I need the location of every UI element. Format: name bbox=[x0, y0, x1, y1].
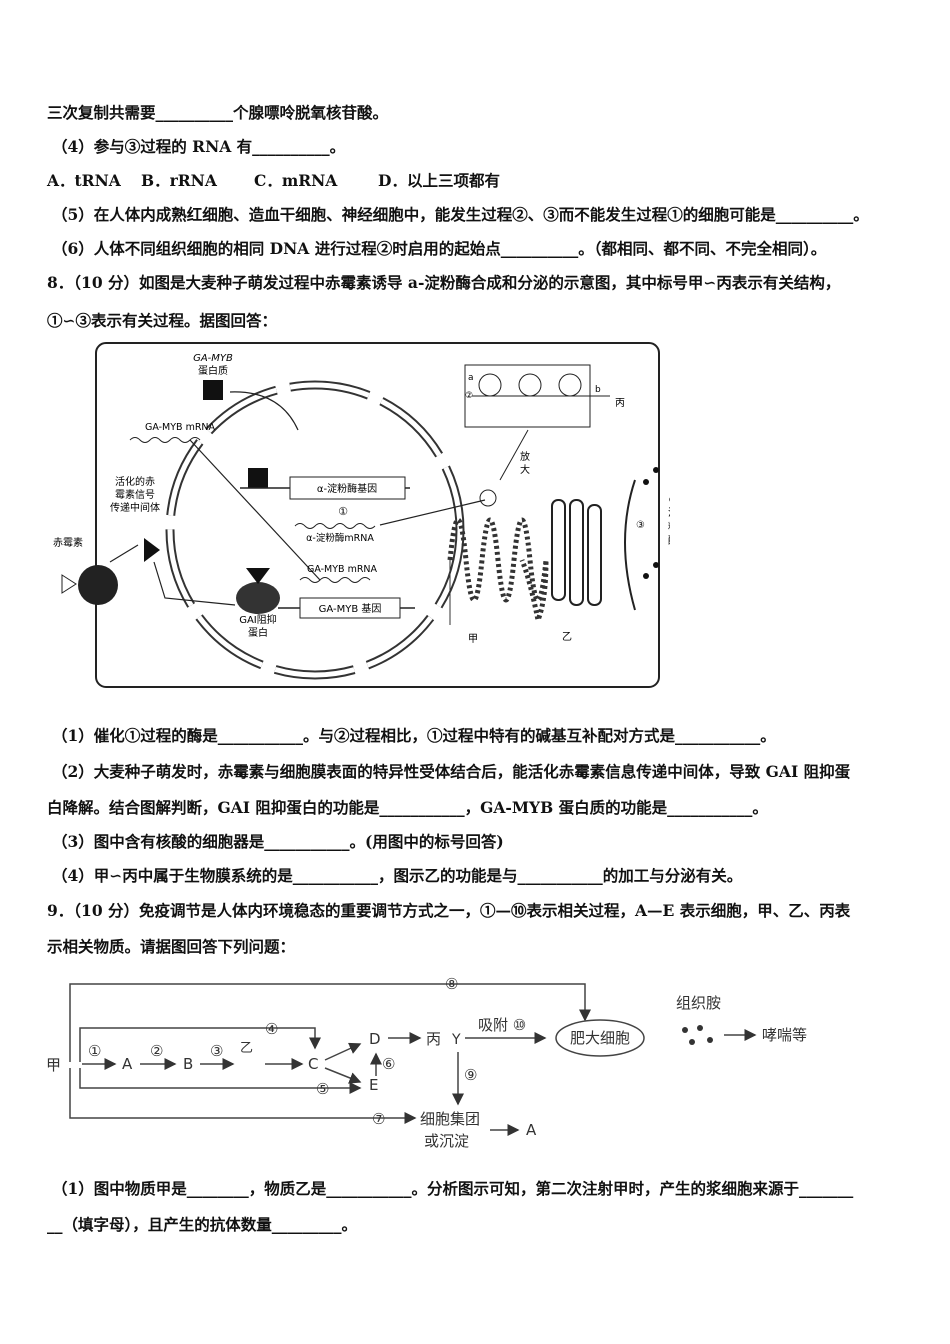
q9-stem-2: 示相关物质。请据图回答下列问题： bbox=[47, 937, 296, 956]
immune-flowchart: 甲 ⑧ ④ ① A ② B ③ 乙 C D E ⑥ 丙 bbox=[46, 975, 807, 1150]
label-amylase-mrna: α-淀粉酶mRNA bbox=[306, 532, 374, 544]
label-enlarge-2: 大 bbox=[520, 463, 530, 476]
q8-stem-1: 8．（10 分）如图是大麦种子萌发过程中赤霉素诱导 a-淀粉酶合成和分泌的示意图… bbox=[47, 273, 841, 292]
q8-sub1: （1）催化①过程的酶是___________。与②过程相比，①过程中特有的碱基互… bbox=[52, 726, 776, 745]
fig2-C: C bbox=[308, 1055, 318, 1073]
fig2-n8: ⑧ bbox=[445, 975, 458, 993]
label-signal-1: 活化的赤 bbox=[115, 475, 155, 488]
label-a: a bbox=[468, 373, 474, 383]
fig2-n9: ⑨ bbox=[464, 1066, 477, 1084]
option-d: D．以上三项都有 bbox=[378, 171, 500, 190]
fig2-n5: ⑤ bbox=[316, 1080, 329, 1098]
q7-line-3: 三次复制共需要__________个腺嘌呤脱氧核苷酸。 bbox=[47, 103, 389, 122]
label-product-3: 粉 bbox=[668, 520, 670, 533]
label-ga-myb-mrna-low: GA-MYB mRNA bbox=[307, 564, 378, 575]
label-b: b bbox=[595, 385, 601, 395]
fig2-E: E bbox=[369, 1076, 378, 1094]
label-product-4: 酶 bbox=[668, 534, 670, 547]
label-bing: 丙 bbox=[615, 398, 625, 409]
label-protein: 蛋白质 bbox=[198, 364, 228, 377]
label-gai-1: GAI阻抑 bbox=[239, 614, 277, 626]
label-signal-2: 霉素信号 bbox=[115, 488, 155, 501]
q9-sub1-b: __（填字母），且产生的抗体数量_________。 bbox=[47, 1215, 358, 1234]
q8-sub3: （3）图中含有核酸的细胞器是___________。(用图中的标号回答) bbox=[52, 832, 504, 851]
option-b: B．rRNA bbox=[141, 171, 217, 190]
q8-sub4: （4）甲∽丙中属于生物膜系统的是___________，图示乙的功能是与____… bbox=[52, 866, 743, 885]
fig2-jia: 甲 bbox=[46, 1056, 61, 1074]
q8-sub2-b: 白降解。结合图解判断，GAI 阻抑蛋白的功能是___________，GA-MY… bbox=[47, 798, 768, 817]
label-ga-myb-mrna-top: GA-MYB mRNA bbox=[145, 422, 216, 433]
label-gai-2: 蛋白 bbox=[248, 626, 268, 639]
fig2-n2: ② bbox=[150, 1042, 163, 1060]
fig2-n3: ③ bbox=[210, 1042, 223, 1060]
label-ga-myb-gene: GA-MYB 基因 bbox=[319, 602, 382, 615]
label-signal-3: 传递中间体 bbox=[110, 501, 160, 514]
fig2-B: B bbox=[183, 1055, 193, 1073]
label-amylase-gene: α-淀粉酶基因 bbox=[317, 482, 377, 495]
q9-sub1-a: （1）图中物质甲是________，物质乙是___________。分析图示可知… bbox=[52, 1179, 854, 1198]
fig2-n7: ⑦ bbox=[372, 1110, 385, 1128]
q7-options: A．tRNA B．rRNA C．mRNA D．以上三项都有 bbox=[47, 170, 500, 192]
label-step2: ② bbox=[465, 391, 473, 401]
label-ga-myb-protein: GA-MYB bbox=[193, 353, 233, 364]
option-c: C．mRNA bbox=[254, 171, 338, 190]
option-a: A．tRNA bbox=[47, 171, 121, 190]
fig2-n6: ⑥ bbox=[382, 1055, 395, 1073]
fig2-n4: ④ bbox=[265, 1020, 278, 1038]
label-product-1: α- bbox=[669, 495, 670, 505]
label-yi: 乙 bbox=[562, 631, 572, 643]
q8-stem-2: ①∽③表示有关过程。据图回答： bbox=[47, 311, 277, 330]
fig2-A2: A bbox=[526, 1121, 537, 1139]
fig2-asthma: 哮喘等 bbox=[762, 1026, 807, 1044]
q7-sub5: （5）在人体内成熟红细胞、造血干细胞、神经细胞中，能发生过程②、③而不能发生过程… bbox=[52, 205, 869, 224]
amylase-diagram: GA-MYB 蛋白质 GA-MYB mRNA α-淀粉酶基因 ① α-淀粉酶mR… bbox=[53, 342, 670, 688]
ga-myb-protein-shape bbox=[203, 380, 223, 400]
q9-stem-1: 9．（10 分）免疫调节是人体内环境稳态的重要调节方式之一，①—⑩表示相关过程，… bbox=[47, 901, 851, 920]
fig2-clump-1: 细胞集团 bbox=[420, 1110, 480, 1128]
fig2-adsorb: 吸附 ⑩ bbox=[478, 1016, 526, 1034]
label-gibberellin: 赤霉素 bbox=[53, 536, 83, 549]
q8-sub2-a: （2）大麦种子萌发时，赤霉素与细胞膜表面的特异性受体结合后，能活化赤霉素信息传递… bbox=[52, 762, 851, 781]
fig2-clump-2: 或沉淀 bbox=[424, 1132, 469, 1150]
q7-sub6: （6）人体不同组织细胞的相同 DNA 进行过程②时启用的起始点_________… bbox=[52, 239, 827, 258]
label-enlarge-1: 放 bbox=[520, 450, 530, 463]
fig2-D: D bbox=[369, 1030, 381, 1048]
q7-sub4: （4）参与③过程的 RNA 有__________。 bbox=[52, 137, 346, 156]
fig2-A: A bbox=[122, 1055, 133, 1073]
fig2-antibody-icon: Y bbox=[451, 1032, 461, 1048]
fig2-histamine: 组织胺 bbox=[676, 994, 721, 1012]
fig2-mast-cell: 肥大细胞 bbox=[570, 1029, 630, 1047]
label-step3: ③ bbox=[636, 520, 645, 531]
fig2-n1: ① bbox=[88, 1042, 101, 1060]
label-product-2: 淀 bbox=[668, 506, 670, 519]
label-jia: 甲 bbox=[468, 634, 478, 645]
label-step1: ① bbox=[338, 505, 348, 518]
fig2-yi: 乙 bbox=[240, 1041, 253, 1056]
fig2-bing: 丙 bbox=[426, 1030, 441, 1048]
